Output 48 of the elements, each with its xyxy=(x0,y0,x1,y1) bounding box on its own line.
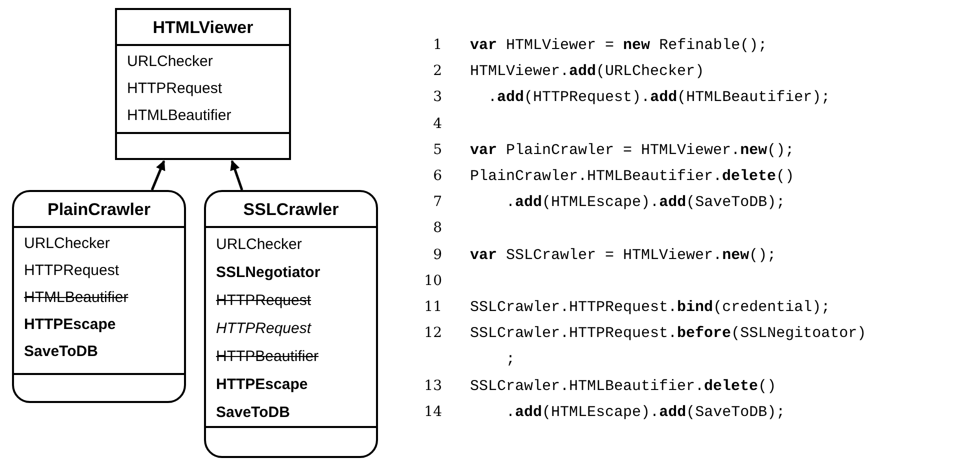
member-text: SaveToDB xyxy=(215,403,291,423)
member-text: SaveToDB xyxy=(23,342,99,362)
code-line: .add(HTTPRequest).add(HTMLBeautifier); xyxy=(488,88,832,108)
member-text: URLChecker xyxy=(126,52,214,72)
line-number: 13 xyxy=(423,378,442,394)
member-text: HTTPRequest xyxy=(23,261,120,281)
line-number: 4 xyxy=(432,116,442,132)
code-line: .add(HTMLEscape).add(SaveToDB); xyxy=(506,193,786,214)
code-line: SSLCrawler.HTMLBeautifier.delete() xyxy=(470,376,778,397)
code-line: var HTMLViewer = new Refinable(); xyxy=(470,36,768,56)
code-line: SSLCrawler.HTTPRequest.before(SSLNegitoator) ; xyxy=(470,324,868,370)
inheritance-arrow xyxy=(150,160,166,190)
class-name: HTMLViewer xyxy=(117,10,289,46)
member-text: HTTPEscape xyxy=(23,315,117,335)
class-name: PlainCrawler xyxy=(14,192,184,228)
code-line: .add(HTMLEscape).add(SaveToDB); xyxy=(506,402,786,423)
class-box xyxy=(12,190,186,403)
line-number: 3 xyxy=(432,89,442,106)
line-number: 9 xyxy=(432,246,442,263)
member-text: HTTPBeautifier xyxy=(215,347,320,367)
line-number: 1 xyxy=(432,37,442,53)
line-number: 14 xyxy=(423,404,442,420)
member-text: URLChecker xyxy=(215,235,303,255)
member-text: HTMLBeautifier xyxy=(126,106,232,126)
member-text: HTTPRequest xyxy=(215,319,312,339)
code-line: var SSLCrawler = HTMLViewer.new(); xyxy=(470,246,778,266)
inheritance-arrow xyxy=(230,160,244,190)
class-box xyxy=(204,190,378,458)
line-number: 10 xyxy=(423,272,442,289)
line-number: 7 xyxy=(432,194,442,210)
code-line: PlainCrawler.HTMLBeautifier.delete() xyxy=(470,167,796,187)
line-number: 6 xyxy=(432,168,442,184)
line-number: 12 xyxy=(423,325,442,342)
line-number: 8 xyxy=(432,220,442,236)
class-name: SSLCrawler xyxy=(206,192,376,228)
line-number: 2 xyxy=(432,63,442,80)
code-line: SSLCrawler.HTTPRequest.bind(credential); xyxy=(470,298,832,318)
member-text: URLChecker xyxy=(23,234,111,254)
member-text: HTTPRequest xyxy=(126,79,224,99)
member-text: HTTPRequest xyxy=(215,291,312,311)
code-line: HTMLViewer.add(URLChecker) xyxy=(470,62,706,82)
member-text: HTMLBeautifier xyxy=(23,288,130,308)
line-number: 11 xyxy=(423,299,442,315)
member-text: HTTPEscape xyxy=(215,375,309,395)
member-text: SSLNegotiator xyxy=(215,263,322,283)
code-line: var PlainCrawler = HTMLViewer.new(); xyxy=(470,140,796,161)
line-number: 5 xyxy=(432,142,442,158)
class-box xyxy=(115,8,291,160)
